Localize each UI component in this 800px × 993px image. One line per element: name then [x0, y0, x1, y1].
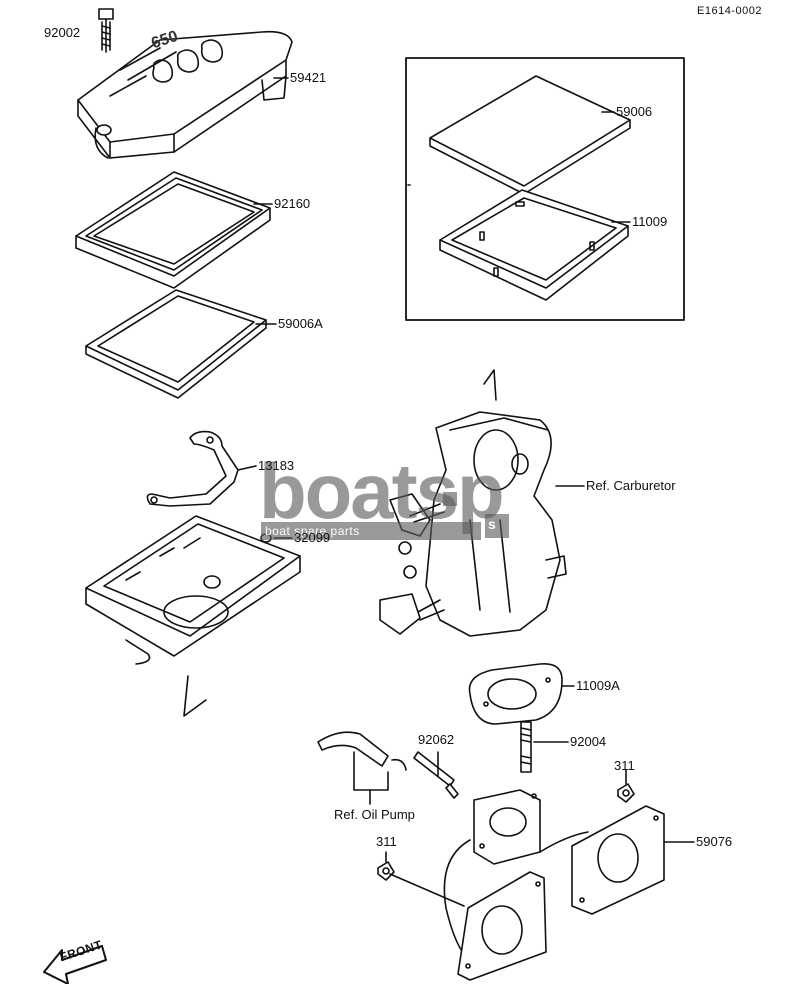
front-arrow-icon — [43, 945, 107, 984]
intake-manifold-59076 — [443, 789, 665, 981]
callout-ref-carburetor: Ref. Carburetor — [586, 478, 676, 493]
nut-311-b — [377, 861, 395, 881]
callout-92160: 92160 — [274, 196, 311, 211]
bracket-13183 — [146, 430, 239, 507]
air-cover-59421 — [77, 30, 293, 159]
inset-frame — [405, 57, 685, 321]
callout-11009A: 11009A — [576, 678, 620, 693]
callout-59421: 59421 — [290, 70, 327, 85]
gasket-59006A — [85, 289, 267, 399]
gasket-11009 — [439, 189, 629, 301]
stud-92004 — [520, 721, 532, 773]
oil-pump-hose — [317, 731, 407, 791]
callout-59006: 59006 — [616, 104, 653, 119]
plate-59006 — [429, 75, 631, 195]
callout-59076: 59076 — [696, 834, 733, 849]
callout-13183: 13183 — [258, 458, 295, 473]
callout-92002: 92002 — [44, 25, 81, 40]
gasket-11009A — [468, 663, 563, 725]
fitting-92062 — [413, 751, 459, 799]
guide-arrow-upper — [483, 369, 497, 401]
callout-ref-oil-pump: Ref. Oil Pump — [334, 807, 415, 822]
diagram-code: E1614-0002 — [697, 5, 762, 17]
callout-311-lower: 311 — [376, 834, 397, 849]
base-32099 — [85, 515, 301, 665]
callout-32099: 32099 — [294, 530, 331, 545]
callout-11009: 11009 — [632, 214, 668, 229]
callout-92062: 92062 — [418, 732, 455, 747]
callout-59006A: 59006A — [278, 316, 323, 331]
nut-311-a — [617, 783, 635, 803]
bolt-92002 — [98, 8, 114, 53]
callout-311-upper: 311 — [614, 758, 635, 773]
callout-92004: 92004 — [570, 734, 607, 749]
filter-element-92160 — [75, 171, 271, 289]
carburetor-ref — [379, 411, 567, 637]
guide-arrow-lower — [183, 675, 207, 717]
